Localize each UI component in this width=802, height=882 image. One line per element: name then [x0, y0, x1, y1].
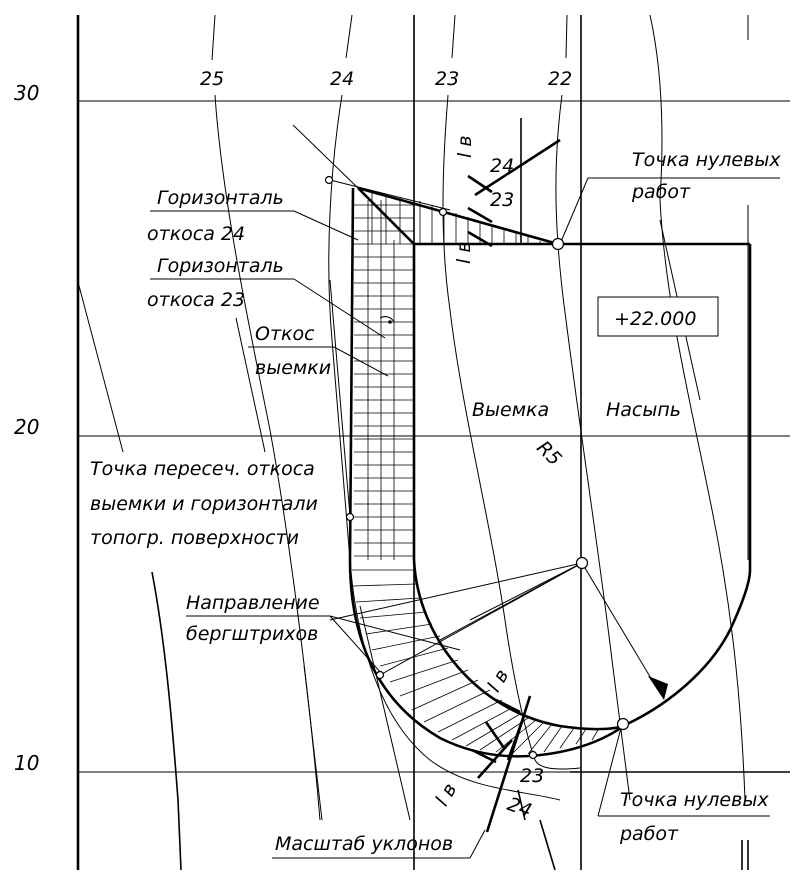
intersection-line3: топогр. поверхности	[90, 527, 299, 549]
scale-top-24: 24	[490, 155, 514, 177]
slope-top-line	[357, 186, 559, 246]
berg-line-3	[439, 562, 583, 641]
scale-leader-mid	[359, 605, 411, 821]
radius-center-point	[575, 556, 589, 570]
scale-top-23: 23	[490, 189, 514, 211]
intersection-leader-mid	[235, 317, 266, 453]
bottom-scale-tick-5	[477, 739, 513, 779]
top-scale-tick-1	[474, 138, 561, 197]
contour-24	[328, 94, 561, 801]
slope-leader	[333, 346, 389, 377]
contour-label-25: 25	[200, 68, 224, 90]
zero-work-bottom-leader	[597, 723, 623, 817]
top-slope-hatching	[371, 193, 541, 244]
contour-23	[442, 94, 581, 770]
horizontal-24-leader	[293, 210, 359, 241]
direction-line1: Направление	[186, 592, 320, 614]
zero-work-point-top	[551, 237, 565, 251]
elevation-label: +22.000	[614, 308, 696, 330]
radius-label: R5	[532, 437, 565, 470]
slope-scales	[467, 118, 561, 833]
intersection-line1: Точка пересеч. откоса	[90, 458, 315, 480]
horizontal-23-line2: откоса 23	[147, 289, 245, 311]
slope-edge-diagonal	[357, 187, 415, 245]
bottom-scale-tick-2	[471, 748, 497, 764]
earthwork-outline	[348, 186, 752, 758]
leader-horizontal-24	[329, 179, 451, 211]
elevation-box	[597, 296, 719, 337]
bottom-scale-tick-3	[484, 721, 506, 749]
left-slope-hatching	[354, 200, 414, 560]
text-labels: 30 20 10 25 24 23 22 Точка нулевых работ…	[14, 68, 781, 855]
embankment-curve	[624, 569, 752, 727]
scale-leader-left	[303, 664, 323, 821]
horizontal-24-line1: Горизонталь	[157, 187, 284, 209]
scale-bottom-lb-2: l в	[431, 780, 461, 811]
leader-diagonal-top	[292, 124, 359, 189]
contour-label-23: 23	[435, 68, 459, 90]
contour-22	[555, 94, 631, 801]
slope-point-left	[375, 670, 385, 680]
scale-bottom-24: 24	[504, 793, 534, 822]
contour-21	[649, 14, 746, 801]
horizontal-23-line1: Горизонталь	[157, 255, 284, 277]
zero-work-point-bottom	[616, 717, 630, 731]
intersection-line2: выемки и горизонтали	[90, 493, 318, 515]
scale-top-lb-1: l в	[454, 135, 476, 158]
fill-label: Насыпь	[606, 399, 681, 421]
top-scale-lb	[467, 230, 493, 248]
slope-label-line2: выемки	[255, 357, 331, 379]
bottom-scale-tick-1	[495, 698, 521, 714]
angle-dot	[388, 320, 392, 324]
horizontal-23-leader	[293, 278, 386, 339]
axis-label-20: 20	[14, 415, 39, 439]
axis-label-10: 10	[14, 751, 39, 775]
top-scale-23	[467, 206, 493, 224]
angle-mark	[379, 316, 395, 323]
contour-label-24: 24	[330, 68, 354, 90]
contour-bottom-tick	[517, 789, 526, 821]
contour-bottom-tick-2	[539, 819, 556, 871]
contour-23-top	[451, 14, 456, 59]
leader-lines	[77, 124, 780, 859]
berg-line-4	[469, 562, 583, 621]
top-scale-24	[467, 174, 493, 194]
contour-left	[151, 571, 182, 871]
slope-scale-label: Масштаб уклонов	[275, 833, 453, 855]
platform-curve	[412, 559, 626, 731]
zero-work-bottom-line2: работ	[619, 823, 679, 845]
bottom-scale-tick-4	[506, 715, 526, 761]
direction-line2: бергштрихов	[186, 623, 318, 645]
contour-25-top	[211, 14, 216, 61]
radius-arrowhead	[648, 676, 668, 700]
horizontal-24-line2: откоса 24	[147, 223, 245, 245]
slope-outer-left	[348, 187, 355, 561]
intersection-leader-left	[77, 281, 124, 453]
cut-label: Выемка	[472, 399, 549, 421]
zero-work-top-line2: работ	[631, 181, 691, 203]
intersection-leader-right	[329, 279, 351, 517]
scale-top-lb-2: l в	[453, 241, 475, 264]
berg-line-2	[329, 562, 583, 621]
grid-lines	[76, 15, 790, 870]
slope-label-line1: Откос	[255, 323, 315, 345]
direction-leader-2	[329, 615, 461, 651]
intersection-point-23	[438, 207, 448, 217]
marker-points	[324, 175, 630, 760]
intersection-point-24	[324, 175, 334, 185]
slope-topo-intersection-point	[345, 512, 355, 522]
zero-work-top-line1: Точка нулевых	[632, 149, 781, 171]
contour-label-22: 22	[548, 68, 572, 90]
slope-outer-curve	[348, 559, 626, 758]
scale-leader-right	[469, 829, 486, 859]
axis-label-30: 30	[14, 81, 39, 105]
slope-point-bottom	[528, 750, 538, 760]
contour-24-top	[345, 14, 353, 59]
contour-22-top	[565, 14, 568, 59]
scale-bottom-23: 23	[520, 765, 544, 787]
radius-line	[581, 562, 659, 691]
zero-work-bottom-line1: Точка нулевых	[620, 789, 769, 811]
zero-work-top-leader	[559, 177, 589, 245]
